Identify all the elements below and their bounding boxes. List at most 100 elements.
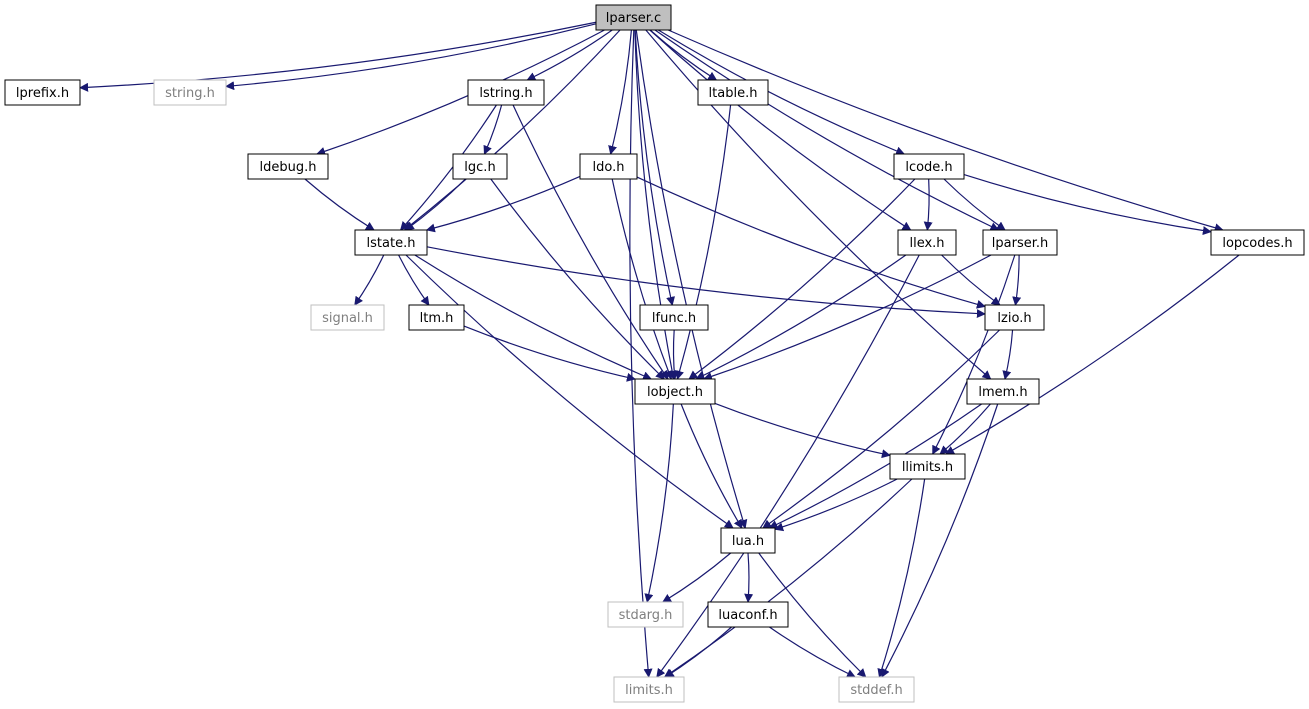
node-box xyxy=(982,229,1058,256)
edge-lparser-c-to-ldebug-h xyxy=(316,29,605,156)
node-label: limits.h xyxy=(625,683,673,698)
node-label: lmem.h xyxy=(978,385,1027,400)
node-lua-h[interactable]: lua.h xyxy=(720,527,776,554)
edge-lparser-c-to-lfunc-h xyxy=(634,29,675,306)
edge-lparser-c-to-lprefix-h xyxy=(79,21,597,92)
edge-lstate-h-to-lzio-h xyxy=(426,246,986,319)
edge-lstring-h-to-lstate-h xyxy=(399,104,497,231)
edge-llimits-h-to-stddef-h xyxy=(877,478,926,678)
node-label: lcode.h xyxy=(905,160,952,175)
node-box xyxy=(595,4,672,31)
node-ldebug-h[interactable]: ldebug.h xyxy=(247,153,329,180)
node-label: lgc.h xyxy=(464,160,495,175)
edge-lua-h-to-luaconf-h xyxy=(744,552,754,603)
node-box xyxy=(153,79,227,106)
edge-lmem-h-to-lua-h xyxy=(768,403,982,529)
edge-ldo-h-to-lstate-h xyxy=(425,175,581,233)
node-lmem-h[interactable]: lmem.h xyxy=(966,378,1040,405)
node-llex-h[interactable]: llex.h xyxy=(897,229,957,256)
node-box xyxy=(966,378,1040,405)
edge-lcode-h-to-llex-h xyxy=(923,178,933,231)
edge-llimits-h-to-lua-h xyxy=(774,478,898,532)
edge-lzio-h-to-lmem-h xyxy=(1002,329,1014,380)
node-lprefix-h[interactable]: lprefix.h xyxy=(4,79,81,106)
edge-ldo-h-to-lzio-h xyxy=(636,176,986,309)
edge-lopcodes-h-to-llimits-h xyxy=(945,254,1240,455)
node-label: ltable.h xyxy=(709,86,758,101)
node-lopcodes-h[interactable]: lopcodes.h xyxy=(1210,229,1305,256)
node-llimits-h[interactable]: llimits.h xyxy=(889,453,966,480)
edge-llex-h-to-lzio-h xyxy=(941,254,1001,306)
edge-lparser-c-to-llex-h xyxy=(649,29,912,231)
edge-lzio-h-to-lua-h xyxy=(762,329,1000,529)
edges-layer xyxy=(79,21,1240,678)
node-box xyxy=(354,229,428,256)
node-lstate-h[interactable]: lstate.h xyxy=(354,229,428,256)
edge-lua-h-to-stdarg-h xyxy=(662,552,732,603)
edge-llex-h-to-lobject-h xyxy=(695,254,907,380)
edge-lparser-c-to-lobject-h xyxy=(634,29,677,380)
node-box xyxy=(984,304,1045,331)
edge-lcode-h-to-lparser-h xyxy=(943,178,1006,231)
edge-lcode-h-to-lopcodes-h xyxy=(963,174,1212,236)
node-ldo-h[interactable]: ldo.h xyxy=(579,153,638,180)
node-string-h: string.h xyxy=(153,79,227,106)
edge-lmem-h-to-llimits-h xyxy=(939,403,991,455)
node-label: ldebug.h xyxy=(260,160,317,175)
node-label: lstate.h xyxy=(367,236,416,251)
edge-lparser-h-to-lobject-h xyxy=(703,254,992,381)
node-label: lfunc.h xyxy=(652,311,696,326)
node-luaconf-h[interactable]: luaconf.h xyxy=(707,601,789,628)
node-label: lzio.h xyxy=(997,311,1031,326)
edge-lstate-h-to-signal-h xyxy=(354,254,385,306)
node-box xyxy=(720,527,776,554)
node-box xyxy=(893,153,965,180)
node-box xyxy=(1210,229,1305,256)
node-ltable-h[interactable]: ltable.h xyxy=(697,79,769,106)
node-box xyxy=(247,153,329,180)
edge-lgc-h-to-lobject-h xyxy=(490,178,665,380)
edge-lcode-h-to-lobject-h xyxy=(688,178,916,380)
edge-lmem-h-to-stddef-h xyxy=(881,403,999,678)
node-box xyxy=(889,453,966,480)
node-label: lopcodes.h xyxy=(1222,236,1292,251)
edge-lparser-c-to-lstate-h xyxy=(403,29,621,231)
node-lobject-h[interactable]: lobject.h xyxy=(634,378,716,405)
nodes-layer: lparser.c lprefix.h string.h lstring.h ltabl… xyxy=(4,4,1305,703)
node-signal-h: signal.h xyxy=(310,304,385,331)
node-lfunc-h[interactable]: lfunc.h xyxy=(639,304,709,331)
edge-lparser-c-to-lmem-h xyxy=(645,29,992,380)
node-stddef-h: stddef.h xyxy=(838,676,915,703)
edge-lparser-h-to-llimits-h xyxy=(932,254,1016,455)
node-label: ltm.h xyxy=(420,311,454,326)
node-label: lstring.h xyxy=(479,86,532,101)
node-label: lparser.h xyxy=(992,236,1048,251)
node-box xyxy=(707,601,789,628)
node-label: string.h xyxy=(165,86,215,101)
edge-lstate-h-to-lua-h xyxy=(405,254,734,529)
node-lparser-h[interactable]: lparser.h xyxy=(982,229,1058,256)
edge-lstring-h-to-lobject-h xyxy=(512,104,669,380)
edge-lobject-h-to-llimits-h xyxy=(714,402,891,459)
node-label: ldo.h xyxy=(593,160,625,175)
node-box xyxy=(310,304,385,331)
edge-lobject-h-to-lua-h xyxy=(680,403,743,529)
edge-lstate-h-to-ltm-h xyxy=(398,254,430,306)
node-ltm-h[interactable]: ltm.h xyxy=(408,304,465,331)
node-lzio-h[interactable]: lzio.h xyxy=(984,304,1045,331)
node-lparser-c[interactable]: lparser.c xyxy=(595,4,672,31)
node-stdarg-h: stdarg.h xyxy=(607,601,684,628)
node-label: lua.h xyxy=(732,534,764,549)
node-label: stdarg.h xyxy=(619,608,673,623)
edge-llex-h-to-limits-h xyxy=(656,254,920,678)
edge-lparser-c-to-limits-h xyxy=(629,29,653,678)
node-lgc-h[interactable]: lgc.h xyxy=(452,153,508,180)
node-box xyxy=(452,153,508,180)
node-lcode-h[interactable]: lcode.h xyxy=(893,153,965,180)
node-box xyxy=(408,304,465,331)
edge-ldo-h-to-lobject-h xyxy=(611,178,673,380)
node-lstring-h[interactable]: lstring.h xyxy=(467,79,545,106)
edge-lparser-h-to-lzio-h xyxy=(1012,254,1022,306)
edge-lparser-c-to-ldo-h xyxy=(608,29,633,155)
